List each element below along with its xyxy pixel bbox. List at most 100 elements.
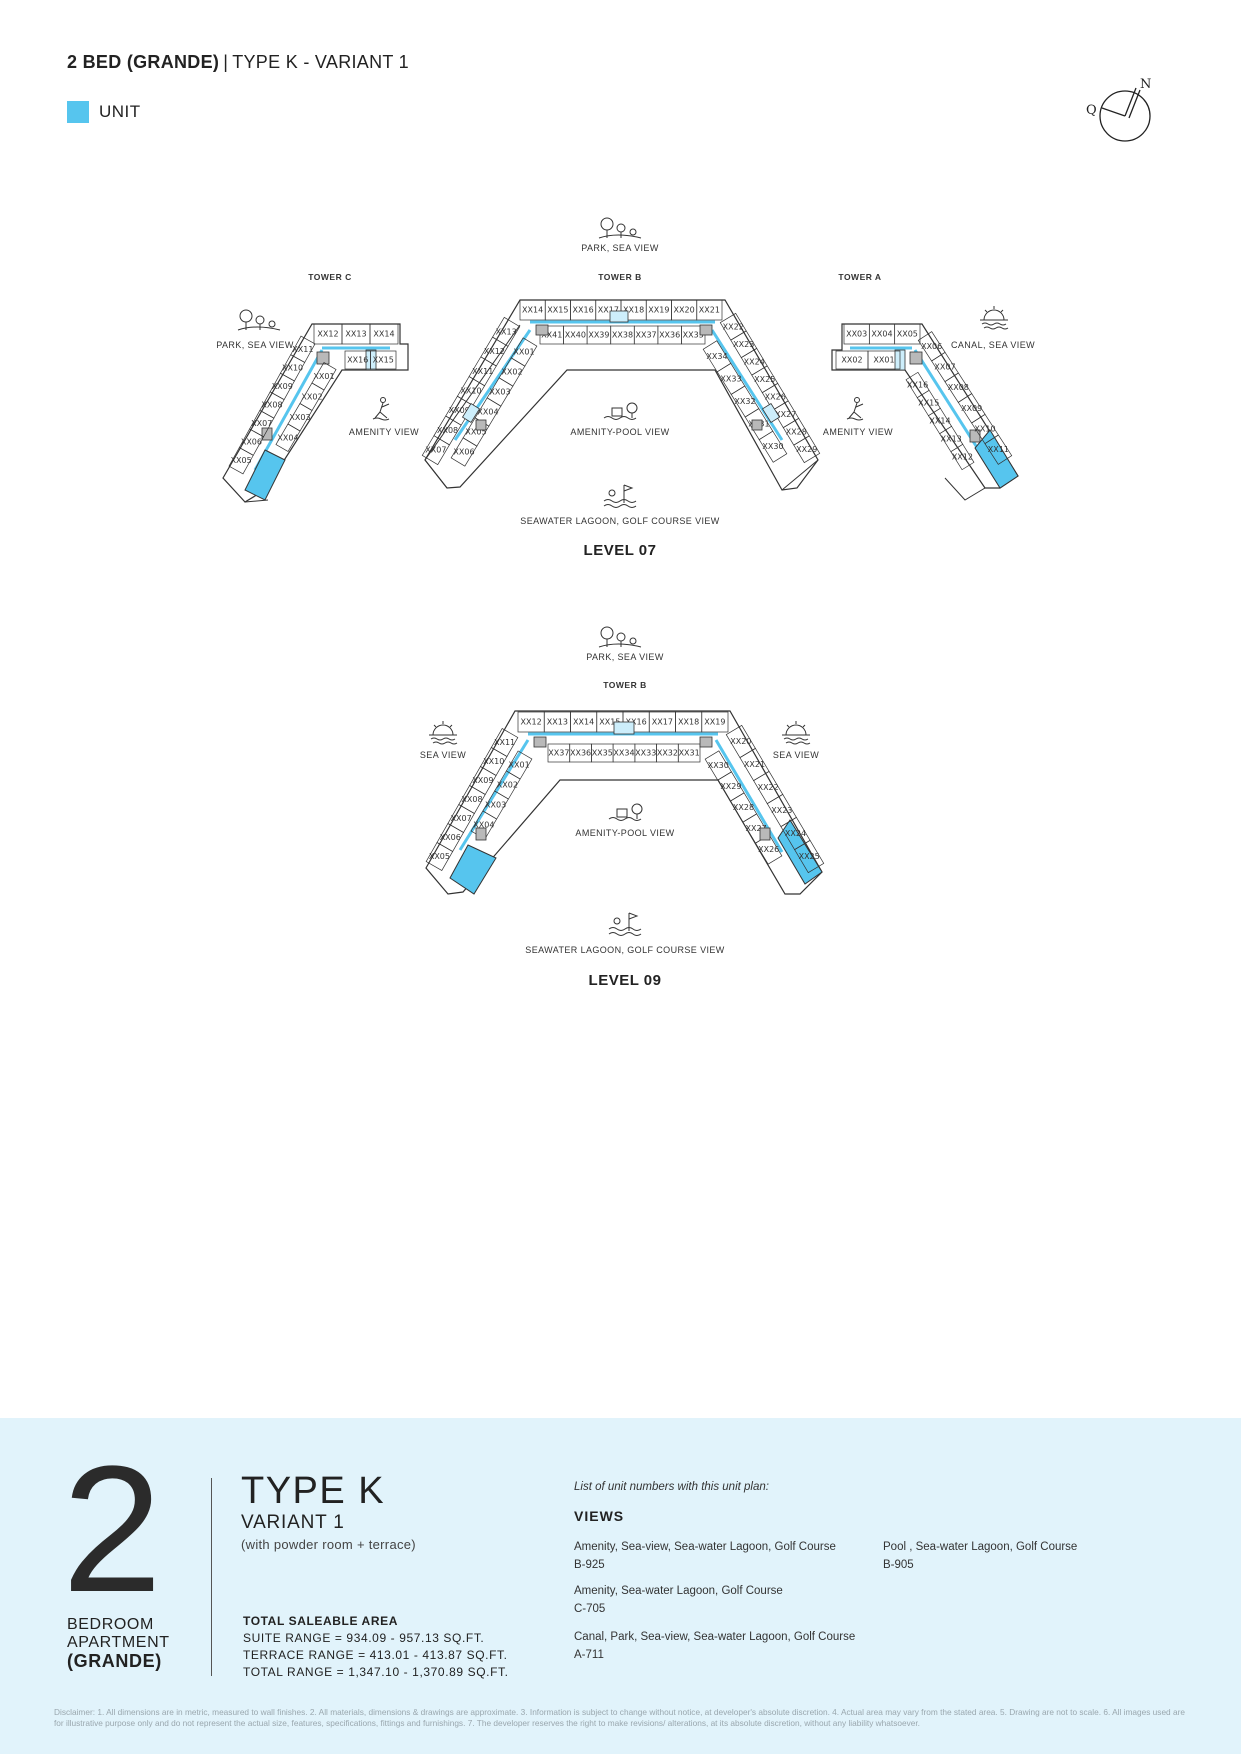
unit-swatch [67,101,89,123]
unit-number: XX25 [799,852,820,861]
bedroom-count: 2 [62,1429,163,1630]
unit-cell [758,430,788,463]
l09-view-bottom: SEAWATER LAGOON, GOLF COURSE VIEW [525,945,724,955]
unit-number: XX16 [907,381,928,390]
unit-number: XX32 [734,397,755,406]
unit-number: XX13 [345,330,366,339]
sun-sea-icon [781,720,811,745]
unit-number: XX15 [547,306,568,315]
unit-cell [950,443,975,471]
unit-number: XX30 [708,761,729,770]
total-range: TOTAL RANGE = 1,347.10 - 1,370.89 SQ.FT. [243,1665,509,1679]
view-unit: B-925 [574,1559,605,1571]
unit-number: XX13 [496,327,517,336]
unit-number: XX07 [934,363,955,372]
unit-number: XX41 [541,331,562,340]
unit-list-heading: List of unit numbers with this unit plan… [574,1481,769,1493]
unit-info-panel [0,1418,1241,1754]
unit-number: XX29 [796,445,817,454]
title-separator: | [223,52,229,72]
amenity-icon [846,397,864,421]
sun-sea-icon [428,720,458,745]
unit-number: XX01 [513,348,534,357]
unit-number: XX31 [679,749,700,758]
unit-cell [984,434,1013,465]
unit-number: XX04 [473,821,494,830]
view-unit: A-711 [574,1649,604,1661]
golf-icon [603,484,637,508]
unit-number: XX33 [720,374,741,383]
unit-number: XX02 [497,781,518,790]
compass-q: Q [1086,103,1097,118]
l07-view-top: PARK, SEA VIEW [581,243,659,253]
unit-type: TYPE K [241,1470,386,1512]
unit-number: XX34 [613,749,634,758]
unit-number: XX10 [282,363,303,372]
unit-number: XX16 [347,356,368,365]
view-item: Canal, Park, Sea-view, Sea-water Lagoon,… [574,1628,855,1664]
unit-number: XX09 [472,776,493,785]
l07-view-a-top: CANAL, SEA VIEW [951,340,1035,350]
unit-number: XX08 [437,426,458,435]
unit-number: XX34 [706,352,727,361]
unit-number: XX21 [744,760,765,769]
unit-number: XX25 [754,375,775,384]
l07-tower-a-outline [831,323,1019,489]
unit-number: XX14 [373,330,394,339]
unit-number: XX05 [897,330,918,339]
unit-number: XX03 [485,801,506,810]
unit-number: XX02 [501,368,522,377]
unit-number: XX05 [465,428,486,437]
unit-cell [369,323,399,345]
l07-c-unit-highlight [244,449,286,501]
unit-number: XX05 [231,456,252,465]
unit-number: XX04 [277,433,298,442]
l09-view-right: SEA VIEW [773,750,819,760]
unit-number: XX07 [451,814,472,823]
l07-view-center: AMENITY-POOL VIEW [570,427,669,437]
unit-number: XX23 [733,340,754,349]
unit-number: XX36 [570,749,591,758]
unit-number: XX08 [461,795,482,804]
unit-number: XX11 [472,367,493,376]
unit-cell [894,323,921,345]
unit-number: XX37 [636,331,657,340]
unit-number: XX16 [573,306,594,315]
compass-n: N [1140,77,1151,92]
unit-number: XX22 [723,322,744,331]
unit-number: XX09 [961,404,982,413]
unit-number: XX20 [730,737,751,746]
l07-view-bottom: SEAWATER LAGOON, GOLF COURSE VIEW [520,516,719,526]
unit-cell [793,435,821,464]
l07-tower-a: TOWER A [838,272,881,282]
suite-range: SUITE RANGE = 934.09 - 957.13 SQ.FT. [243,1631,485,1645]
unit-cell [677,743,701,763]
views-heading: VIEWS [574,1508,625,1524]
unit-number: XX14 [522,306,543,315]
unit-number: XX18 [623,306,644,315]
page-title: 2 BED (GRANDE)|TYPE K - VARIANT 1 [67,52,409,73]
unit-number: XX02 [301,392,322,401]
view-label: Amenity, Sea-view, Sea-water Lagoon, Gol… [574,1541,836,1553]
unit-cell [867,350,901,370]
unit-number: XX02 [841,356,862,365]
unit-number: XX06 [241,438,262,447]
unit-number: XX35 [683,331,704,340]
unit-number: XX37 [548,749,569,758]
l07-tower-c: TOWER C [308,272,351,282]
bedroom-label: BEDROOM APARTMENT (GRANDE) [67,1616,170,1670]
amenity-icon [372,397,390,421]
unit-number: XX33 [635,749,656,758]
unit-number: XX19 [704,718,725,727]
unit-number: XX32 [657,749,678,758]
unit-number: XX30 [762,442,783,451]
unit-number: XX10 [483,757,504,766]
unit-number: XX03 [846,330,867,339]
unit-number: XX06 [440,833,461,842]
bedroom-line3: (GRANDE) [67,1651,162,1671]
unit-number: XX16 [626,718,647,727]
saleable-area: TOTAL SALEABLE AREA SUITE RANGE = 934.09… [243,1613,509,1681]
